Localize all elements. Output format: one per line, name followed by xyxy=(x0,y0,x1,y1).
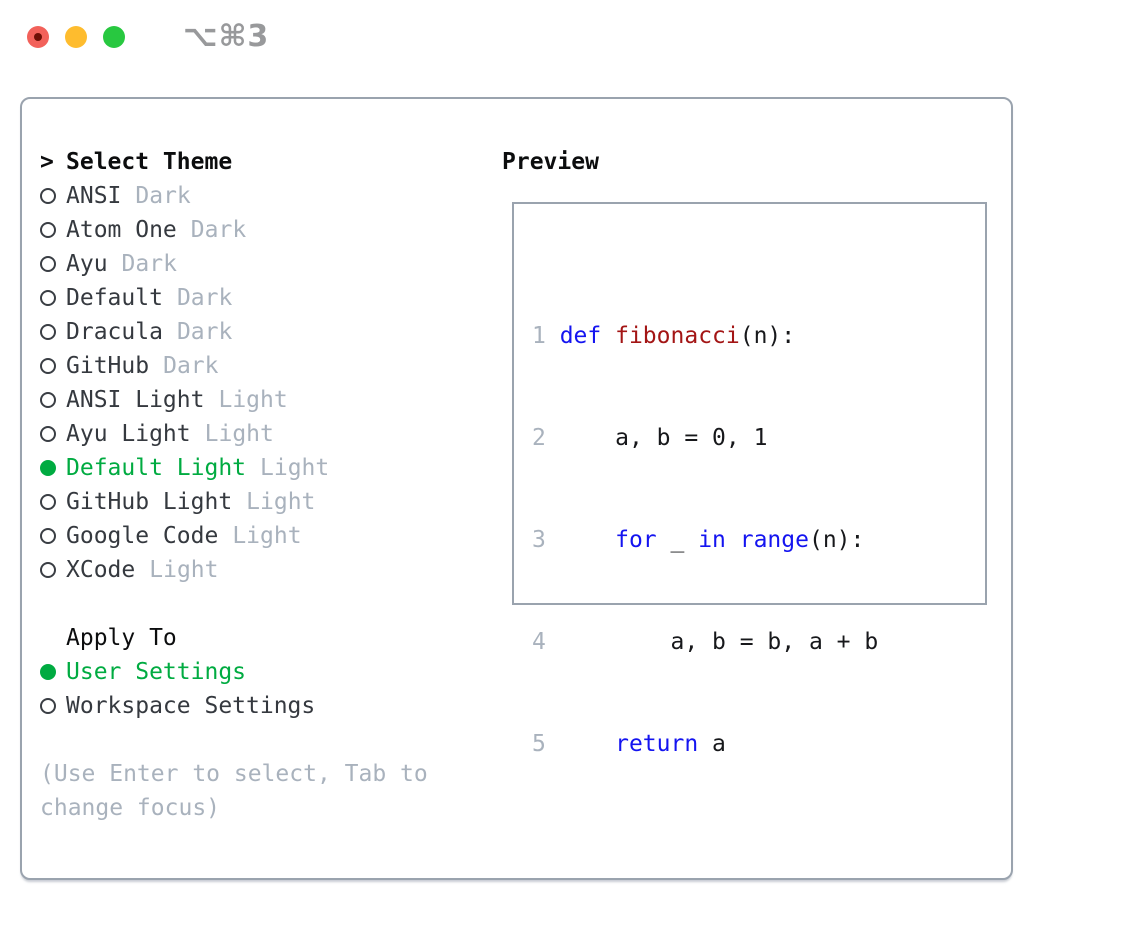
help-text-line-2: change focus) xyxy=(40,795,221,821)
code-line: 2 a, b = 0, 1 xyxy=(532,425,768,451)
theme-option-google-code[interactable]: Google Code Light xyxy=(40,519,428,553)
close-button[interactable] xyxy=(27,26,49,48)
minimize-button[interactable] xyxy=(65,26,87,48)
radio-off-icon xyxy=(40,256,66,272)
code-line: 1 def fibonacci(n): xyxy=(532,323,796,349)
radio-off-icon xyxy=(40,698,66,714)
theme-option-ansi-light[interactable]: ANSI Light Light xyxy=(40,383,428,417)
theme-option-dracula-dark[interactable]: Dracula Dark xyxy=(40,315,428,349)
radio-off-icon xyxy=(40,562,66,578)
spacer xyxy=(40,723,428,757)
theme-option-ayu-dark[interactable]: Ayu Dark xyxy=(40,247,428,281)
radio-on-icon xyxy=(40,460,66,476)
code-preview-box: 1 def fibonacci(n): 2 a, b = 0, 1 3 for … xyxy=(512,202,987,757)
theme-option-xcode[interactable]: XCode Light xyxy=(40,553,428,587)
theme-option-default-light-selected[interactable]: Default Light Light xyxy=(40,451,428,485)
code-line: 3 for _ in range(n): xyxy=(532,527,865,553)
radio-off-icon xyxy=(40,222,66,238)
apply-to-header: Apply To xyxy=(40,621,428,655)
radio-off-icon xyxy=(40,392,66,408)
code-line: 4 a, b = b, a + b xyxy=(532,629,879,655)
unsaved-dot-icon xyxy=(34,33,42,41)
apply-option-user-settings[interactable]: User Settings xyxy=(40,655,428,689)
theme-option-default-dark[interactable]: Default Dark xyxy=(40,281,428,315)
theme-list-title: Select Theme xyxy=(66,149,233,175)
theme-option-github-dark[interactable]: GitHub Dark xyxy=(40,349,428,383)
window-title-shortcut: ⌥⌘3 xyxy=(183,19,270,54)
spacer xyxy=(40,587,428,621)
code-line: 5 return a xyxy=(532,731,726,757)
radio-off-icon xyxy=(40,290,66,306)
radio-off-icon xyxy=(40,324,66,340)
code-preview: 1 def fibonacci(n): 2 a, b = 0, 1 3 for … xyxy=(514,204,985,934)
theme-list: > Select Theme ANSI Dark Atom One Dark A… xyxy=(40,145,428,825)
apply-option-workspace-settings[interactable]: Workspace Settings xyxy=(40,689,428,723)
radio-off-icon xyxy=(40,494,66,510)
theme-option-ansi-dark[interactable]: ANSI Dark xyxy=(40,179,428,213)
blank-line xyxy=(532,829,985,863)
radio-off-icon xyxy=(40,426,66,442)
theme-list-header[interactable]: > Select Theme xyxy=(40,145,428,179)
radio-on-icon xyxy=(40,664,66,680)
help-text-line-1: (Use Enter to select, Tab to xyxy=(40,761,428,787)
titlebar: ⌥⌘3 xyxy=(27,19,270,54)
main-panel: > Select Theme ANSI Dark Atom One Dark A… xyxy=(20,97,1013,880)
cursor-icon: > xyxy=(40,149,54,175)
radio-off-icon xyxy=(40,358,66,374)
apply-to-title: Apply To xyxy=(66,625,177,651)
radio-off-icon xyxy=(40,528,66,544)
preview-title: Preview xyxy=(502,149,599,175)
theme-option-ayu-light[interactable]: Ayu Light Light xyxy=(40,417,428,451)
radio-off-icon xyxy=(40,188,66,204)
theme-option-github-light[interactable]: GitHub Light Light xyxy=(40,485,428,519)
theme-option-atom-one-dark[interactable]: Atom One Dark xyxy=(40,213,428,247)
zoom-button[interactable] xyxy=(103,26,125,48)
